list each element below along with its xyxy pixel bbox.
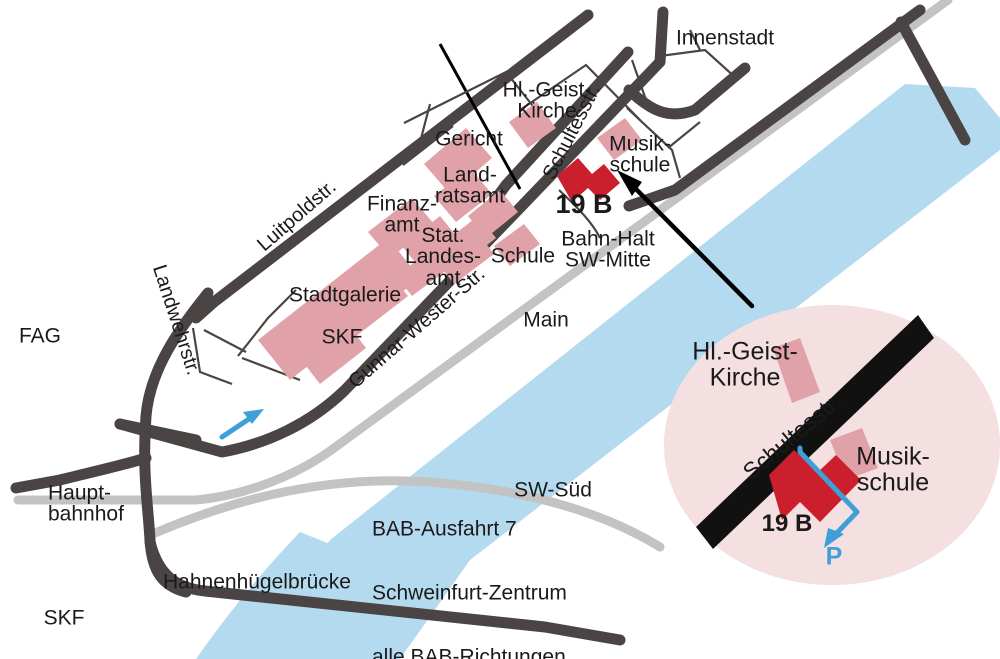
building-musikschule [597, 118, 642, 160]
road-gunnar-wester-str [114, 6, 669, 458]
block-outline-musik [626, 107, 682, 179]
building-schule-1 [494, 224, 540, 266]
block-outline-mid [402, 125, 454, 166]
building-label-stadtgalerie: Stadtgalerie [288, 283, 402, 307]
building-label-finanzamt: Finanz- amt [366, 192, 438, 237]
block-outline-kirche [519, 63, 641, 121]
inset-building-19b-red [769, 450, 861, 522]
district-label-sw-sued: SW-Süd [514, 478, 592, 502]
bab-ausfahrt-note: BAB-Ausfahrt 7 Schweinfurt-Zentrum alle … [372, 475, 567, 659]
road-hahnenhuegelbruecke [144, 536, 626, 646]
inset-route-arrowhead [824, 528, 844, 548]
block-outline-gerichtsviertel [403, 70, 537, 124]
building-row-lower-2 [440, 236, 494, 284]
building-label-hauptbahnhof: Haupt- bahnhof [48, 481, 124, 526]
route-arrow-main [219, 409, 264, 440]
inset-route-path [797, 445, 860, 541]
river-main [248, 84, 1000, 659]
inset-label-19b: 19 B [761, 509, 813, 537]
road-junction-cross [114, 418, 202, 446]
inset-pointer-arrow [617, 170, 755, 309]
building-skf-1 [333, 274, 408, 340]
block-outline-innenstadt-a [630, 59, 648, 101]
district-label-main: Main [523, 308, 569, 332]
detail-inset-graphics [664, 305, 1000, 585]
building-label-skf-gallery: SKF [321, 325, 363, 349]
building-stadtgalerie [258, 238, 420, 380]
inset-label-musikschule: Musik- schule [856, 442, 930, 496]
buildings-pink [258, 102, 642, 384]
road-west-to-skf [10, 452, 152, 494]
road-luitpoldstr [190, 9, 594, 324]
building-finanzamt-2 [402, 216, 458, 268]
block-outline-lower-left [203, 329, 247, 353]
building-row-lower [396, 240, 460, 296]
inset-building-kirche [773, 338, 820, 403]
inset-label-parking: P [825, 542, 843, 571]
building-label-schule: Schule [490, 244, 556, 268]
block-outline-west [191, 327, 233, 386]
building-label-gericht: Gericht [435, 127, 503, 151]
building-kirche-1 [509, 102, 556, 148]
bab-note-line-2: Schweinfurt-Zentrum [372, 581, 567, 605]
bab-note-line-3: alle BAB-Richtungen [372, 645, 566, 659]
rail-branch-line [150, 476, 665, 552]
building-label-stat-landesamt: Stat. Landes- amt [405, 223, 481, 290]
district-label-skf-south: SKF [43, 606, 85, 630]
building-statlandesamt [442, 216, 496, 266]
road-bridge-northeast [895, 16, 971, 146]
inset-road-schultesstr [696, 315, 934, 549]
rail-main-line [13, 0, 953, 505]
district-label-innenstadt: Innenstadt [675, 26, 775, 50]
building-label-hl-geist-kirche: Hl.-Geist- Kirche [502, 78, 592, 123]
block-outlines [191, 29, 738, 386]
block-outline-upper [416, 103, 432, 151]
building-gericht [424, 128, 492, 194]
building-row-lower-3 [306, 330, 366, 384]
building-landratsamt-1 [434, 168, 492, 222]
block-outline-musik-b [667, 121, 701, 149]
block-outline-innenstadt-b [659, 48, 738, 109]
block-outline-innenstadt-c [689, 29, 701, 51]
district-label-fag: FAG [18, 324, 62, 348]
road-riverside-north [623, 4, 926, 212]
block-outline-bahnhalt [558, 189, 601, 239]
road-innenstadt-connector [623, 62, 751, 120]
bab-note-line-1: BAB-Ausfahrt 7 [372, 517, 517, 541]
building-19b-red [557, 158, 620, 202]
roads-dark [10, 4, 971, 646]
street-label-hahnenhuegelbruecke: Hahnenhügelbrücke [163, 570, 351, 594]
block-outline-stadtgalerie [237, 289, 297, 357]
inset-label-hl-geist-kirche: Hl.-Geist- Kirche [692, 337, 798, 391]
marker-label-19b: 19 B [555, 189, 613, 220]
thin-cross-line [438, 43, 522, 190]
building-label-landratsamt: Land- ratsamt [434, 163, 506, 208]
rail-lines [13, 0, 953, 552]
building-label-musikschule: Musik- schule [609, 132, 671, 177]
building-label-bahn-halt-sw-mitte: Bahn-Halt SW-Mitte [561, 227, 655, 272]
